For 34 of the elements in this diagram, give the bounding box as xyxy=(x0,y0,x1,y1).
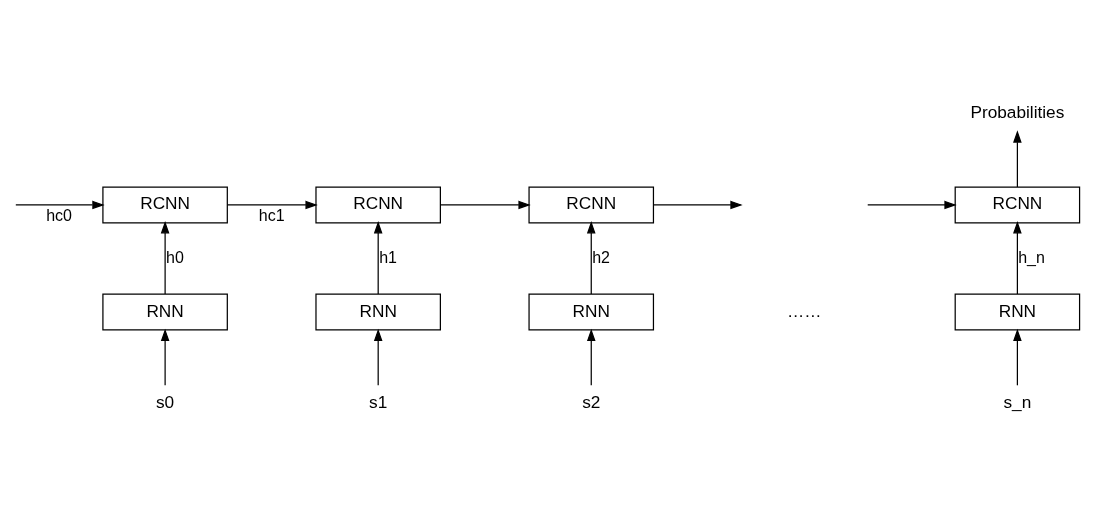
arrow xyxy=(652,200,743,210)
arrow xyxy=(867,200,957,210)
label: …… xyxy=(787,300,822,321)
arrow xyxy=(15,200,105,210)
edge-label: hc1 xyxy=(258,207,285,225)
arrow xyxy=(160,221,170,295)
arrow xyxy=(586,221,596,295)
arrow xyxy=(373,328,383,386)
edge-label: h1 xyxy=(379,248,397,266)
arrow xyxy=(226,200,318,210)
arrow xyxy=(586,328,596,386)
node-box: RNN xyxy=(954,293,1081,331)
edge-label: h2 xyxy=(592,248,610,266)
edge-label: h_n xyxy=(1018,248,1045,266)
node-box: RCNN xyxy=(315,186,441,224)
node-text: s0 xyxy=(156,391,175,412)
edge-label: h0 xyxy=(166,248,184,266)
node-box: RNN xyxy=(315,293,441,331)
node-box: RCNN xyxy=(528,186,655,224)
node-box: RNN xyxy=(528,293,655,331)
node-text: s2 xyxy=(582,391,601,412)
arrow xyxy=(1013,221,1022,295)
arrow xyxy=(160,328,170,386)
arrow xyxy=(440,200,531,210)
node-text: s1 xyxy=(369,391,388,412)
node-text: Probabilities xyxy=(970,102,1065,123)
node-text: s_n xyxy=(1003,391,1032,412)
arrow xyxy=(373,221,383,295)
edge-label: hc0 xyxy=(46,207,73,225)
node-box: RCNN xyxy=(102,186,228,224)
node-box: RNN xyxy=(102,293,228,331)
arrow xyxy=(1013,130,1022,188)
arrow xyxy=(1013,328,1022,386)
node-box: RCNN xyxy=(954,186,1081,224)
